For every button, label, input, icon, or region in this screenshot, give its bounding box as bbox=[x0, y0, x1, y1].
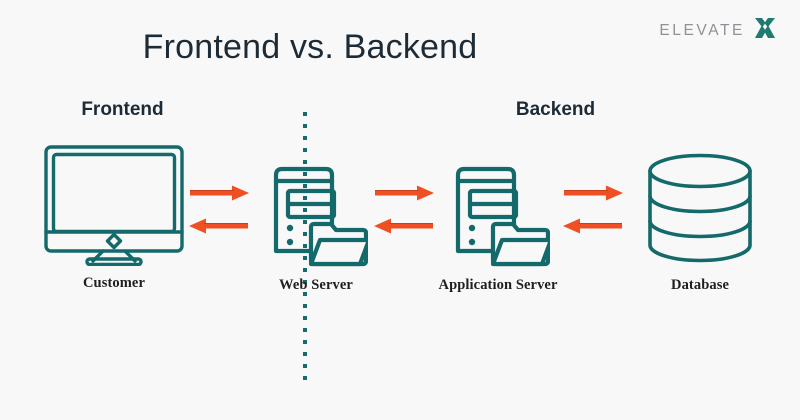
arrow-left-icon bbox=[373, 218, 435, 239]
x-mark-icon bbox=[754, 17, 776, 44]
arrow-left-icon bbox=[188, 218, 250, 239]
arrow-left-icon bbox=[562, 218, 624, 239]
node-database[interactable]: Database bbox=[620, 152, 780, 294]
node-customer[interactable]: Customer bbox=[24, 144, 204, 292]
server-tower-folder-icon bbox=[446, 160, 550, 268]
connection-application-server-database bbox=[562, 185, 624, 239]
server-tower-folder-icon bbox=[264, 160, 368, 268]
arrow-right-icon bbox=[562, 185, 624, 206]
connection-customer-web-server bbox=[188, 185, 250, 239]
node-label: Customer bbox=[82, 275, 145, 291]
heading-frontend: Frontend bbox=[81, 99, 164, 120]
brand-logo: ELEVATE bbox=[659, 17, 776, 44]
heading-backend: Backend bbox=[515, 99, 596, 120]
arrow-right-icon bbox=[373, 185, 435, 206]
node-application-server[interactable]: Application Server bbox=[432, 160, 564, 294]
page-title: Frontend vs. Backend bbox=[142, 28, 478, 66]
node-web-server[interactable]: Web Server bbox=[250, 160, 382, 294]
brand-wordmark: ELEVATE bbox=[659, 21, 745, 39]
node-label: Application Server bbox=[438, 277, 558, 293]
node-label: Web Server bbox=[279, 277, 353, 293]
connection-web-server-application-server bbox=[373, 185, 435, 239]
desktop-monitor-icon bbox=[43, 144, 185, 266]
arrow-right-icon bbox=[188, 185, 250, 206]
node-label: Database bbox=[671, 277, 729, 293]
database-cylinder-icon bbox=[641, 152, 759, 268]
